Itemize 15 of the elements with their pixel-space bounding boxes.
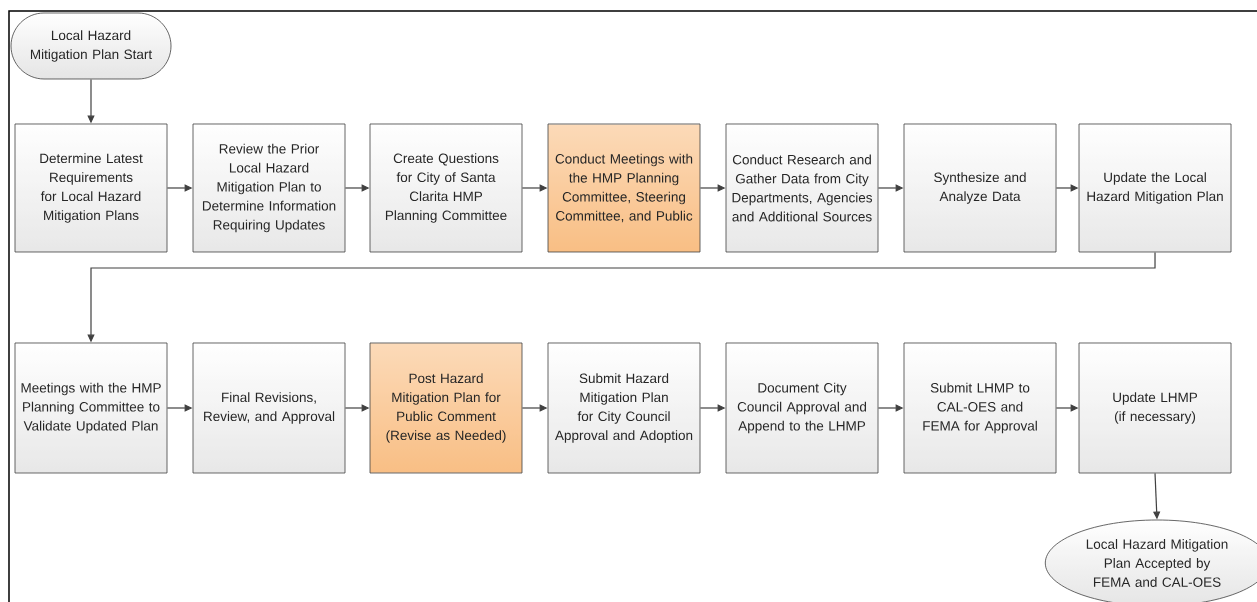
process-box: Update the Local Hazard Mitigation Plan bbox=[1078, 123, 1232, 253]
process-box: Submit LHMP to CAL-OES and FEMA for Approval bbox=[903, 342, 1057, 474]
process-box: Update LHMP (if necessary) bbox=[1078, 342, 1232, 474]
highlighted-step-box: Conduct Meetings with the HMP Planning Committee, Steering Committee, and Public bbox=[547, 123, 701, 253]
process-box: Submit Hazard Mitigation Plan for City Council Approval and Adoption bbox=[547, 342, 701, 474]
terminal-oval: Local Hazard Mitigation Plan Start bbox=[10, 12, 172, 80]
process-box: Create Questions for City of Santa Clarita HMP Planning Committee bbox=[369, 123, 523, 253]
highlighted-step-box: Post Hazard Mitigation Plan for Public Comment (Revise as Needed) bbox=[369, 342, 523, 474]
process-box: Determine Latest Requirements for Local Hazard Mitigation Plans bbox=[14, 123, 168, 253]
process-box: Review the Prior Local Hazard Mitigation Plan to Determine Information Requiring Updates bbox=[192, 123, 346, 253]
process-box: Meetings with the HMP Planning Committee to Validate Updated Plan bbox=[14, 342, 168, 474]
process-box: Conduct Research and Gather Data from City Departments, Agencies and Additional Sources bbox=[725, 123, 879, 253]
process-box: Document City Council Approval and Append to the LHMP bbox=[725, 342, 879, 474]
process-box: Synthesize and Analyze Data bbox=[903, 123, 1057, 253]
process-box: Final Revisions, Review, and Approval bbox=[192, 342, 346, 474]
